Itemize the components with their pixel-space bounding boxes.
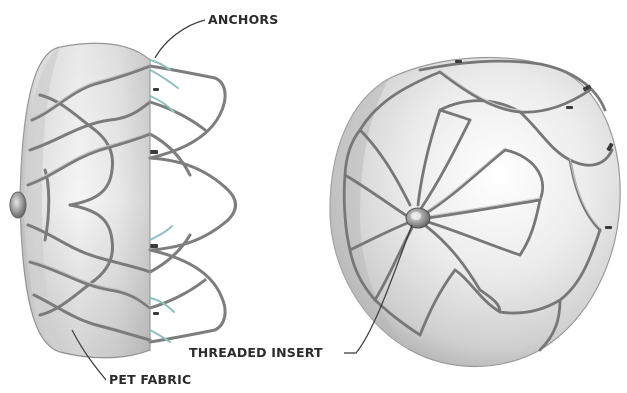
pet-fabric-label: PET FABRIC [109, 374, 191, 387]
left-hub [10, 192, 26, 218]
left-device-side-view [10, 43, 236, 358]
anchors-label: ANCHORS [208, 14, 278, 27]
anchors-leader [155, 20, 205, 58]
right-device-oblique-view [330, 58, 620, 367]
left-frame-struts [150, 66, 236, 342]
threaded-insert-label: THREADED INSERT [189, 347, 323, 360]
